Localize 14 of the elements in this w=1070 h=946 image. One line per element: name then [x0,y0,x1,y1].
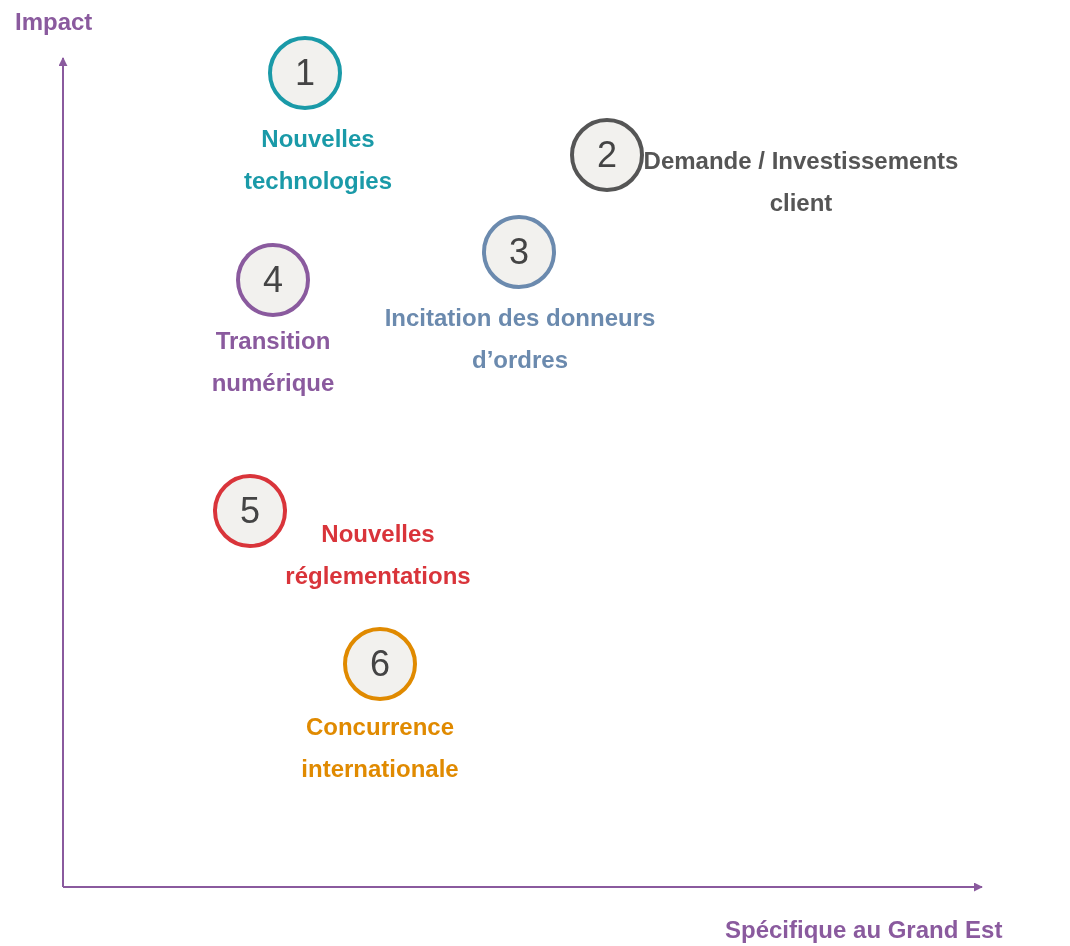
numbered-circle: 6 [343,627,417,701]
numbered-circle: 3 [482,215,556,289]
factor-label: Transition numérique [210,326,336,398]
numbered-circle: 2 [570,118,644,192]
numbered-circle: 1 [268,36,342,110]
numbered-circle: 4 [236,243,310,317]
factor-label: Concurrence internationale [300,712,460,784]
numbered-circle: 5 [213,474,287,548]
axis-label: Impact [15,8,93,36]
factor-label: Incitation des donneurs d’ordres [383,303,657,375]
axis-label: Spécifique au Grand Est [725,916,1003,944]
factor-label: Demande / Investissements client [642,146,960,218]
factor-label: Nouvelles réglementations [284,519,472,591]
factor-label: Nouvelles technologies [243,124,393,196]
